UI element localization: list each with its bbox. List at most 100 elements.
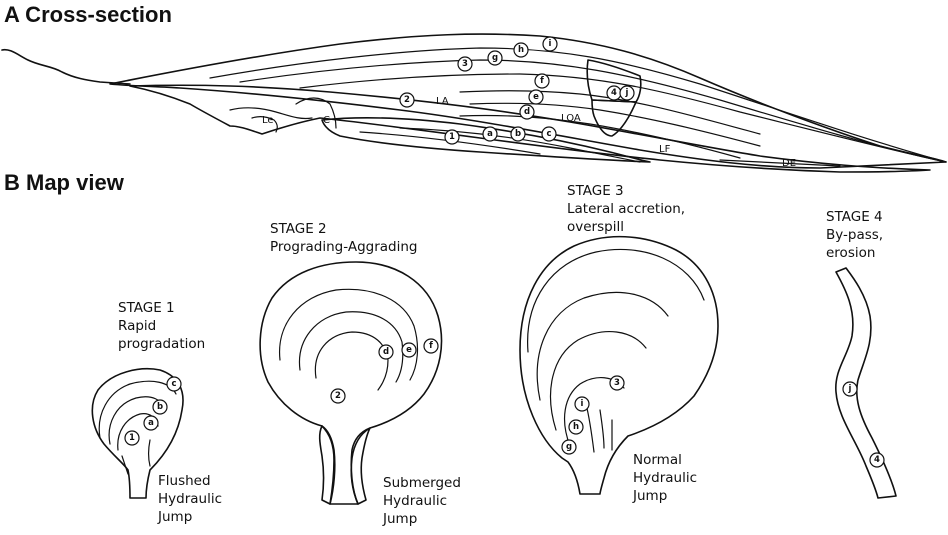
stage-1-channel-r: [147, 439, 151, 467]
unit-label-c: C: [323, 115, 330, 126]
stage-1-channel-l: [121, 455, 129, 475]
stage-1-subtitle-1: Rapid: [118, 318, 156, 334]
marker-c: c: [541, 126, 557, 142]
svg-text:h: h: [573, 422, 579, 432]
stage-2-contour-1: [278, 288, 419, 381]
section-a-title: A Cross-section: [4, 2, 172, 27]
stage-3-marker-3: 3: [609, 375, 625, 391]
stage-1: STAGE 1 Rapid progradation c b a 1 Flush…: [91, 300, 222, 525]
stage-2: STAGE 2 Prograding-Aggrading d e f 2 Sub…: [259, 221, 461, 527]
svg-text:g: g: [566, 442, 572, 452]
unit-label-loa: LOA: [561, 113, 581, 124]
svg-text:f: f: [540, 76, 544, 86]
svg-text:4: 4: [611, 88, 617, 98]
stage-4-title: STAGE 4: [826, 209, 883, 225]
stage-2-title: STAGE 2: [270, 221, 327, 237]
marker-3: 3: [457, 56, 473, 72]
svg-text:i: i: [549, 39, 552, 49]
svg-text:2: 2: [404, 95, 410, 105]
svg-text:1: 1: [449, 132, 455, 142]
stage-2-jump-2: Hydraulic: [383, 493, 447, 509]
stage-1-jump-1: Flushed: [158, 473, 211, 489]
svg-text:f: f: [429, 341, 433, 351]
stage-3-jump-3: Jump: [632, 488, 667, 504]
unit-label-lf: LF: [659, 144, 671, 155]
stage-4-subtitle-2: erosion: [826, 245, 875, 261]
bedding-line-1: [209, 47, 947, 163]
marker-e: e: [528, 89, 544, 105]
stage-3-channel-1: [585, 403, 595, 453]
orange-lobe-package: [109, 33, 947, 169]
stage-2-marker-d: d: [378, 344, 394, 360]
green-lobe-package: [129, 84, 931, 173]
svg-text:a: a: [148, 418, 154, 428]
stage-3-contour-2: [536, 291, 669, 401]
svg-text:2: 2: [335, 391, 341, 401]
svg-text:d: d: [383, 347, 389, 357]
stage-3: STAGE 3 Lateral accretion, overspill 3 i…: [519, 183, 719, 504]
cross-section: [1, 33, 947, 173]
stage-3-channel-2: [599, 409, 605, 449]
stage-1-jump-3: Jump: [157, 509, 192, 525]
stage-2-levee-r: [350, 427, 371, 505]
levee-line: [229, 107, 313, 120]
svg-text:j: j: [848, 384, 852, 394]
stage-2-contour-2: [298, 311, 404, 383]
stage-3-jump-2: Hydraulic: [633, 470, 697, 486]
stage-3-marker-g: g: [561, 439, 577, 455]
stage-3-jump-1: Normal: [633, 452, 682, 468]
svg-text:c: c: [546, 129, 551, 139]
stage-3-subtitle-2: overspill: [567, 219, 624, 235]
levee-crest: [295, 97, 337, 129]
marker-j: j: [619, 85, 635, 101]
bedding-line-3: [299, 73, 947, 163]
stage-3-contour-1: [527, 248, 705, 353]
basin-floor-line: [1, 48, 131, 85]
svg-text:1: 1: [129, 433, 135, 443]
bedding-line-2: [239, 59, 947, 163]
stage-2-jump-1: Submerged: [383, 475, 461, 491]
unit-label-de: DE: [782, 158, 796, 169]
stage-2-jump-3: Jump: [382, 511, 417, 527]
stage-2-marker-e: e: [401, 342, 417, 358]
marker-1: 1: [444, 129, 460, 145]
channel-fill-red: [586, 59, 642, 103]
marker-i: i: [542, 36, 558, 52]
svg-text:b: b: [515, 129, 521, 139]
bedding-line-6: [459, 114, 741, 159]
stage-3-contour-3: [550, 331, 647, 431]
svg-text:d: d: [524, 107, 530, 117]
stage-4: STAGE 4 By-pass, erosion j 4: [826, 209, 897, 499]
cross-section-markers: 1 a b c 2 d e f 3 g h i 4 j: [399, 36, 635, 145]
unit-label-le: Le: [262, 115, 274, 126]
svg-text:4: 4: [874, 455, 880, 465]
svg-text:c: c: [171, 379, 176, 389]
svg-text:i: i: [581, 399, 584, 409]
bedding-line-7: [399, 127, 641, 163]
svg-text:e: e: [533, 92, 539, 102]
svg-text:e: e: [406, 345, 412, 355]
stage-4-marker-j: j: [842, 381, 858, 397]
stage-3-lobe: [519, 235, 719, 495]
stage-3-title: STAGE 3: [567, 183, 624, 199]
stage-1-marker-1: 1: [124, 430, 140, 446]
stage-1-jump-2: Hydraulic: [158, 491, 222, 507]
marker-f: f: [534, 73, 550, 89]
section-b-title: B Map view: [4, 170, 125, 195]
stage-1-marker-b: b: [152, 399, 168, 415]
marker-4: 4: [606, 85, 622, 101]
stage-1-title: STAGE 1: [118, 300, 175, 316]
svg-text:b: b: [157, 402, 163, 412]
unit-label-la: LA: [436, 96, 449, 107]
levee-channel: [251, 116, 278, 133]
stage-2-contour-3: [314, 331, 389, 391]
stage-3-marker-i: i: [574, 396, 590, 412]
stage-2-marker-2: 2: [330, 388, 346, 404]
bedding-line-9: [719, 159, 841, 167]
svg-text:g: g: [492, 53, 498, 63]
svg-text:a: a: [487, 129, 493, 139]
stage-1-marker-c: c: [166, 376, 182, 392]
bedding-line-4: [459, 90, 761, 135]
marker-g: g: [487, 50, 503, 66]
stage-4-channel: [835, 267, 897, 499]
